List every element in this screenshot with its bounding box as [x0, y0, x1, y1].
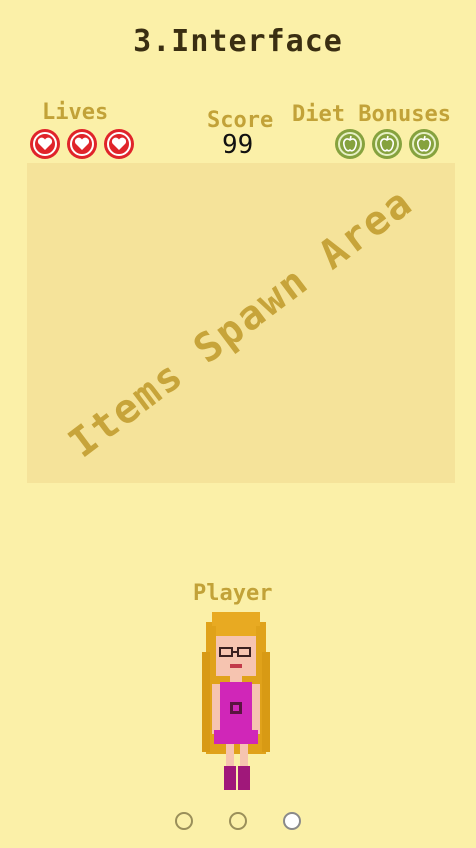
- player-character[interactable]: [200, 612, 272, 796]
- apple-icon: [409, 129, 439, 159]
- heart-icon: [104, 129, 134, 159]
- apple-icon: [335, 129, 365, 159]
- page-dot[interactable]: [229, 812, 247, 830]
- diet-bonuses-indicator: [335, 129, 439, 159]
- page-title: 3.Interface: [133, 24, 343, 59]
- spawn-area-label: Items Spawn Area: [60, 179, 422, 467]
- score-value: 99: [222, 130, 254, 160]
- page-dot-active[interactable]: [283, 812, 301, 830]
- lives-indicator: [30, 129, 134, 159]
- items-spawn-area: Items Spawn Area: [27, 163, 455, 483]
- apple-icon: [372, 129, 402, 159]
- heart-icon: [67, 129, 97, 159]
- player-label: Player: [193, 581, 273, 606]
- heart-icon: [30, 129, 60, 159]
- diet-bonuses-label: Diet Bonuses: [292, 102, 451, 127]
- page-dot[interactable]: [175, 812, 193, 830]
- page-indicator: [0, 812, 476, 830]
- score-label: Score: [207, 108, 274, 133]
- lives-label: Lives: [42, 100, 109, 125]
